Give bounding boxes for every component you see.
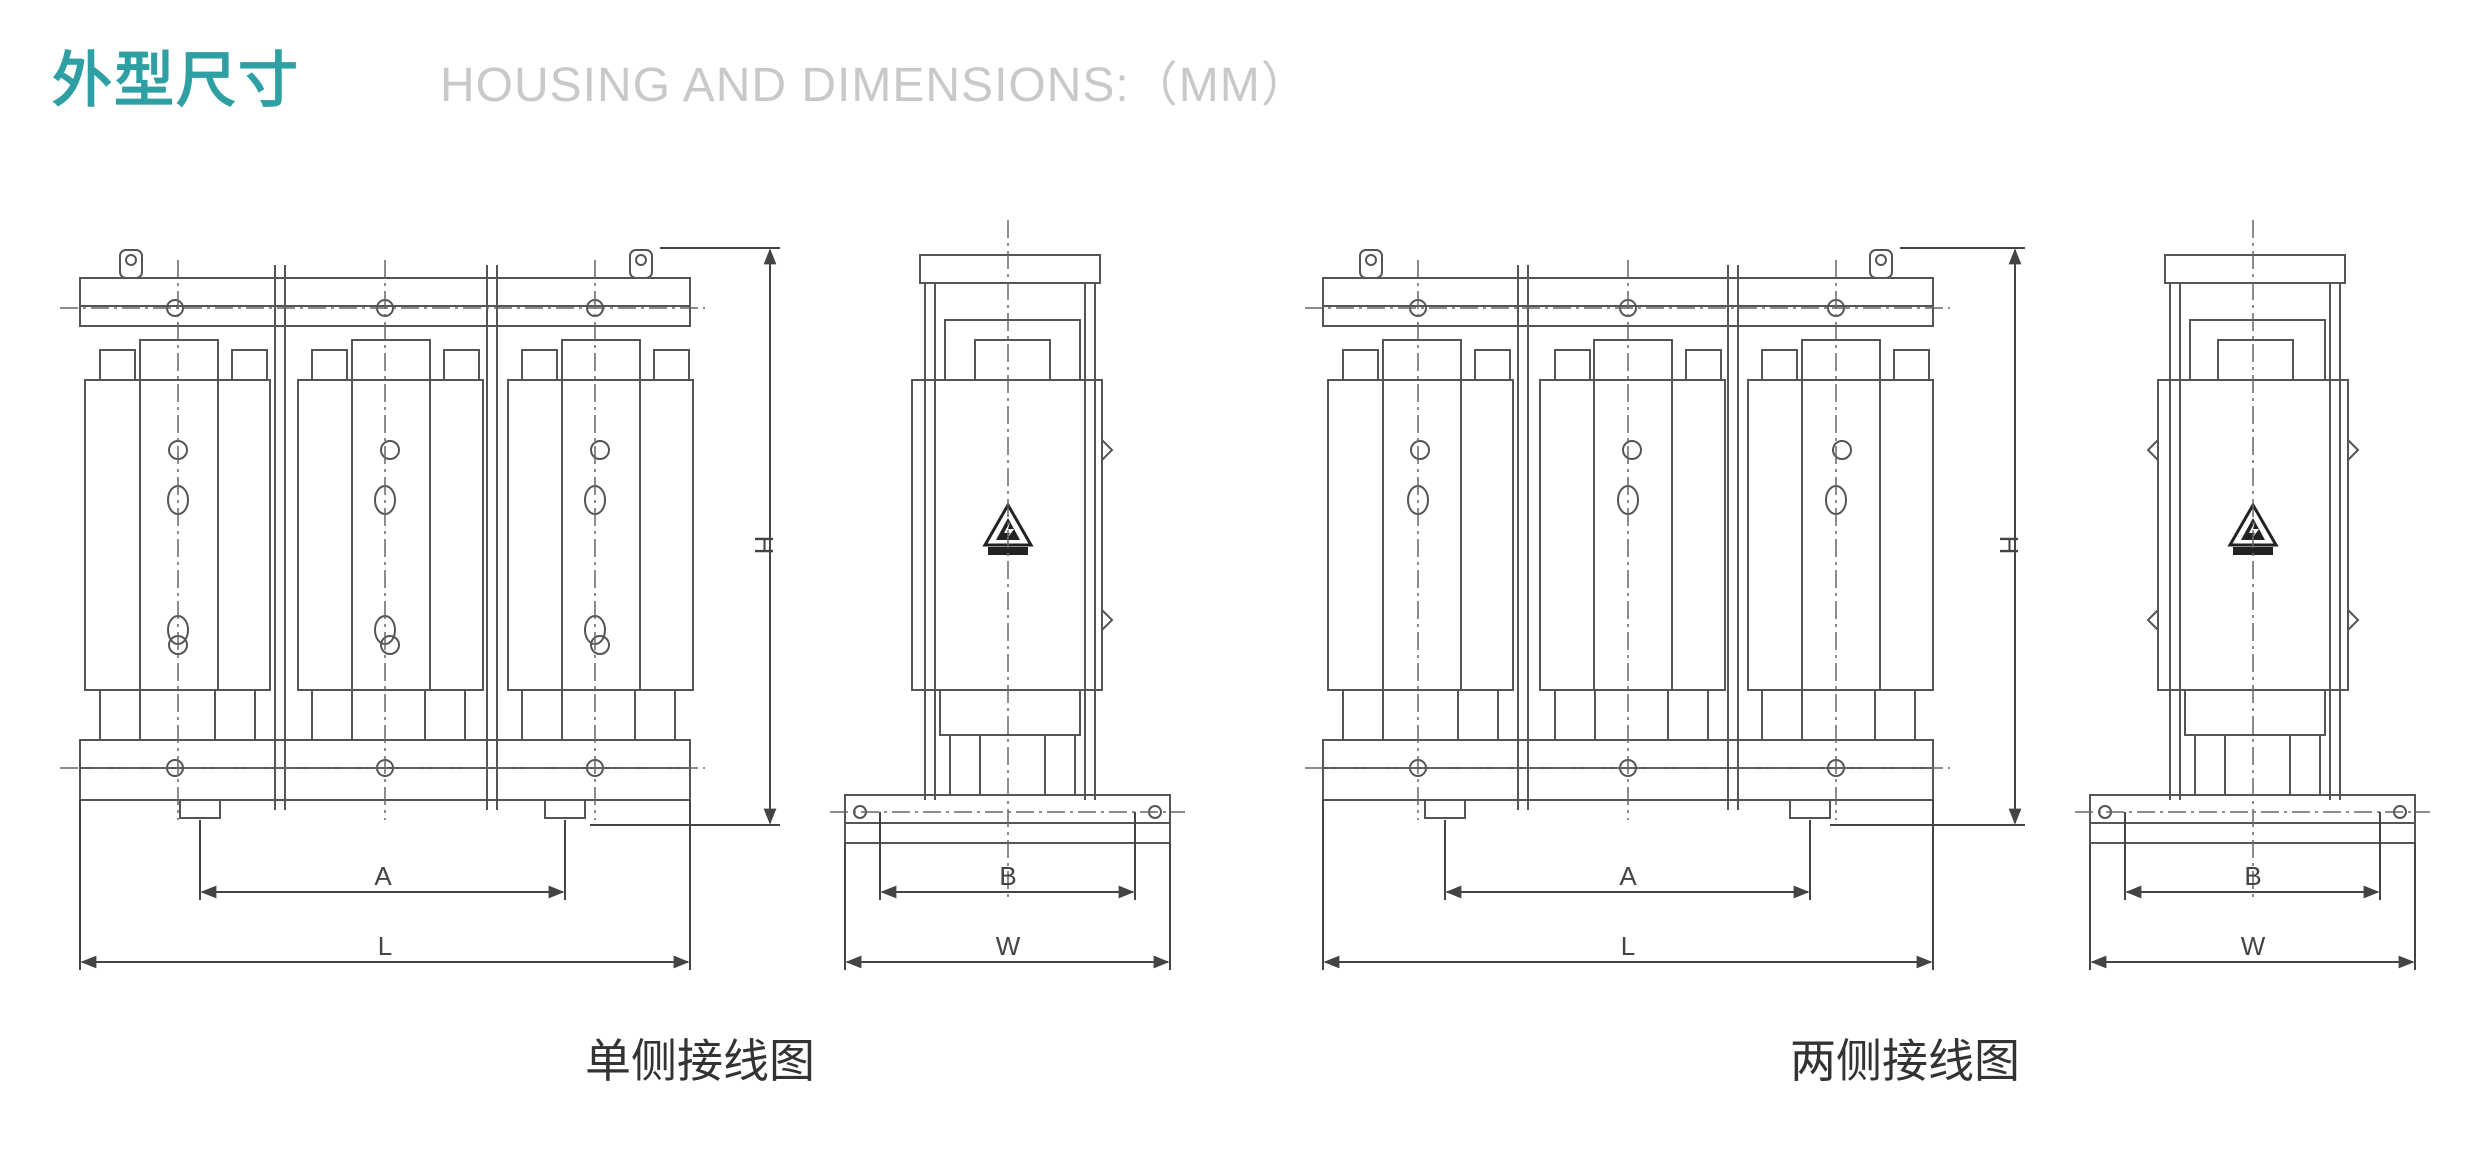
dimension-drawings: A L H B W	[60, 220, 2430, 970]
dim-label-l-double: L	[1621, 931, 1635, 961]
front-view-single-dimensions	[79, 247, 780, 970]
dim-label-l-single: L	[378, 931, 392, 961]
page-title: 外型尺寸	[52, 46, 300, 116]
side-view-single-dimensions	[844, 812, 1171, 970]
side-view-double-centerlines	[2075, 220, 2430, 900]
side-view-single-centerlines	[830, 220, 1185, 900]
dim-label-h-single: H	[749, 536, 779, 555]
dim-label-a-double: A	[1619, 861, 1637, 891]
front-view-single	[79, 249, 694, 819]
dim-label-b-double: B	[2244, 861, 2261, 891]
dim-label-a-single: A	[374, 861, 392, 891]
page-subtitle: HOUSING AND DIMENSIONS:（MM）	[440, 59, 1310, 112]
caption-single-side: 单侧接线图	[585, 1034, 815, 1088]
dim-label-w-single: W	[996, 931, 1021, 961]
caption-double-side: 两侧接线图	[1790, 1034, 2020, 1088]
front-view-double-centerlines	[1305, 260, 1950, 820]
dim-label-h-double: H	[1994, 536, 2024, 555]
dim-label-w-double: W	[2241, 931, 2266, 961]
front-view-double-dimensions	[1322, 247, 2025, 970]
dim-label-b-single: B	[999, 861, 1016, 891]
page-header: 外型尺寸 HOUSING AND DIMENSIONS:（MM）	[52, 32, 1310, 122]
side-view-double-dimensions	[2089, 812, 2416, 970]
front-view-single-centerlines	[60, 260, 705, 820]
